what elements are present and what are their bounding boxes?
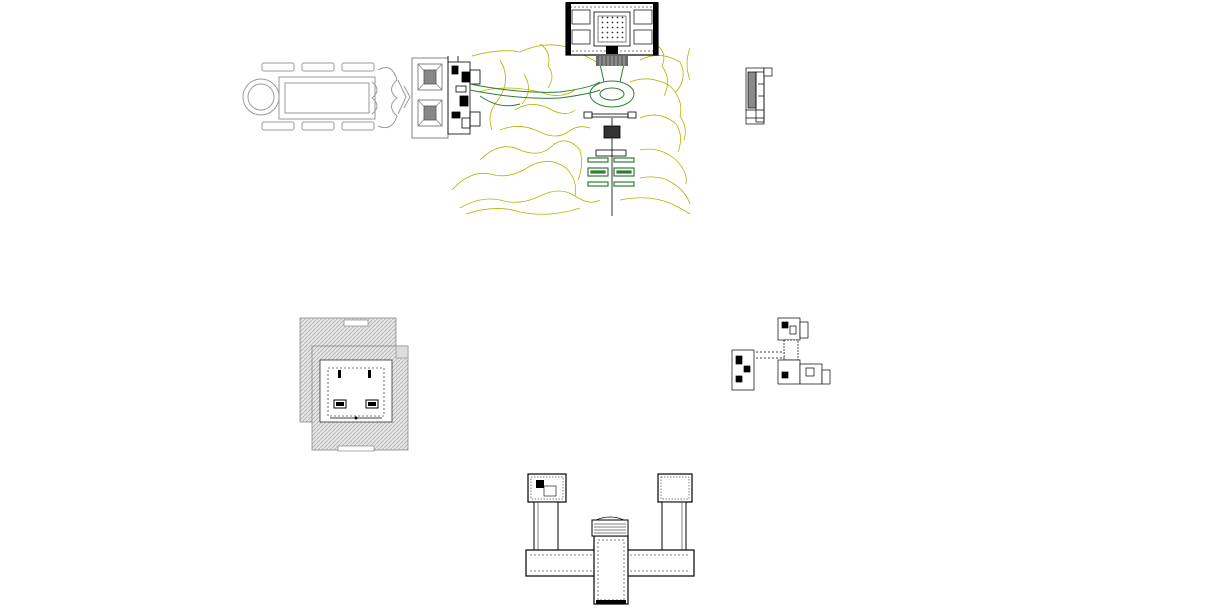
garden-paths (469, 63, 635, 108)
villa-block-plan (411, 56, 481, 139)
courtyard-building-plan (565, 2, 659, 56)
central-axis (583, 111, 637, 216)
ornamental-parterre-plan (242, 62, 411, 131)
hatched-hall-plan (299, 317, 409, 452)
u-shaped-building-plan (525, 473, 695, 605)
site-plan-with-contours (451, 43, 691, 216)
garden-beds (587, 157, 635, 187)
step-lines (599, 56, 625, 66)
wing-cluster-plan (731, 317, 831, 391)
contour-lines (451, 43, 691, 215)
small-elevation-detail (745, 67, 773, 125)
